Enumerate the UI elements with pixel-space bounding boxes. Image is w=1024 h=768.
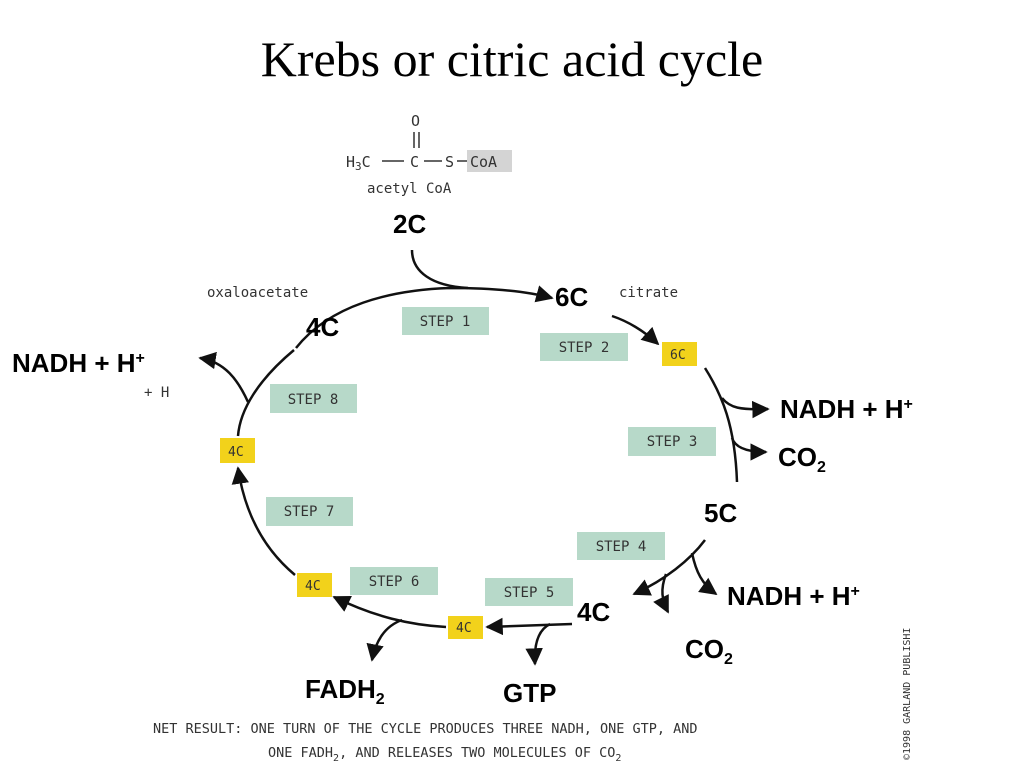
svg-text:STEP 1: STEP 1	[420, 314, 471, 330]
nadh-step4-label: NADH + H+	[727, 581, 860, 611]
step6-fadh2-branch	[366, 618, 403, 662]
step-4-box: STEP 4	[577, 532, 665, 560]
four-carbon-label: 4C	[577, 597, 610, 627]
step-1-box: STEP 1	[402, 307, 489, 335]
coa-label: CoA	[470, 153, 497, 171]
svg-text:STEP 4: STEP 4	[596, 539, 647, 555]
svg-text:STEP 8: STEP 8	[288, 392, 339, 408]
step3-arrow	[703, 367, 739, 483]
net-result-line2: ONE FADH2, AND RELEASES TWO MOLECULES OF…	[268, 745, 621, 764]
yellow-box-4c-bottom-left: 4C	[297, 573, 332, 597]
acetyl-sulfur: S	[445, 153, 454, 171]
step-2-box: STEP 2	[540, 333, 628, 361]
nadh-step3-label: NADH + H+	[780, 394, 913, 424]
copyright-label: ©1998 GARLAND PUBLISHI	[902, 628, 913, 760]
citrate-carbons: 6C	[555, 282, 588, 312]
acetyl-carbon: C	[410, 153, 419, 171]
page-title: Krebs or citric acid cycle	[260, 31, 764, 87]
co2-step3-label: CO2	[778, 442, 826, 476]
step-3-box: STEP 3	[628, 427, 716, 456]
nadh-left-label: NADH + H+	[12, 348, 145, 378]
acetyl-entry-arrow	[410, 249, 469, 290]
acetyl-h3c: H3C	[346, 153, 371, 173]
step-8-box: STEP 8	[270, 384, 357, 413]
step4-arrow	[632, 539, 706, 596]
svg-text:STEP 3: STEP 3	[647, 434, 698, 450]
step-7-box: STEP 7	[266, 497, 353, 526]
yellow-box-6c: 6C	[662, 342, 697, 366]
acetyl-coa-structure: O H3C C S CoA acetyl CoA 2C	[346, 112, 512, 239]
svg-text:STEP 6: STEP 6	[369, 574, 420, 590]
citrate-label: citrate	[619, 285, 678, 301]
step8-nadh-branch	[198, 351, 250, 403]
acetyl-carbons-label: 2C	[393, 209, 426, 239]
oxaloacetate-label: oxaloacetate	[207, 285, 308, 301]
svg-text:STEP 5: STEP 5	[504, 585, 555, 601]
coa-box	[467, 150, 512, 172]
five-carbon-label: 5C	[704, 498, 737, 528]
step4-nadh-branch	[690, 552, 718, 596]
step-6-box: STEP 6	[350, 567, 438, 595]
net-result-line1: NET RESULT: ONE TURN OF THE CYCLE PRODUC…	[153, 721, 698, 737]
step-5-box: STEP 5	[485, 578, 573, 606]
cycle-arrows	[198, 249, 770, 666]
acetyl-coa-name: acetyl CoA	[367, 181, 452, 197]
step5-arrow	[485, 617, 573, 636]
oxaloacetate-carbons: 4C	[306, 312, 339, 342]
yellow-box-4c-left: 4C	[220, 438, 255, 463]
step3-nadh-branch	[721, 397, 770, 419]
step7-arrow	[231, 466, 296, 576]
svg-text:STEP 7: STEP 7	[284, 504, 335, 520]
step4-co2-branch	[653, 573, 670, 614]
svg-text:4C: 4C	[456, 621, 472, 636]
fadh2-label: FADH2	[305, 674, 385, 708]
step2-arrow	[611, 314, 660, 346]
step6-arrow	[332, 595, 447, 629]
step8-arrow	[236, 349, 295, 437]
yellow-box-4c-bottom: 4C	[448, 616, 483, 639]
co2-step4-label: CO2	[685, 634, 733, 668]
svg-text:STEP 2: STEP 2	[559, 340, 610, 356]
svg-text:4C: 4C	[305, 579, 321, 594]
step1-arrow	[295, 285, 554, 349]
small-hplus-label: + H	[144, 385, 169, 401]
step3-co2-branch	[730, 437, 768, 461]
svg-text:4C: 4C	[228, 445, 244, 460]
gtp-label: GTP	[503, 678, 556, 708]
svg-text:6C: 6C	[670, 348, 686, 363]
acetyl-oxygen: O	[411, 112, 420, 130]
step5-gtp-branch	[525, 622, 551, 666]
